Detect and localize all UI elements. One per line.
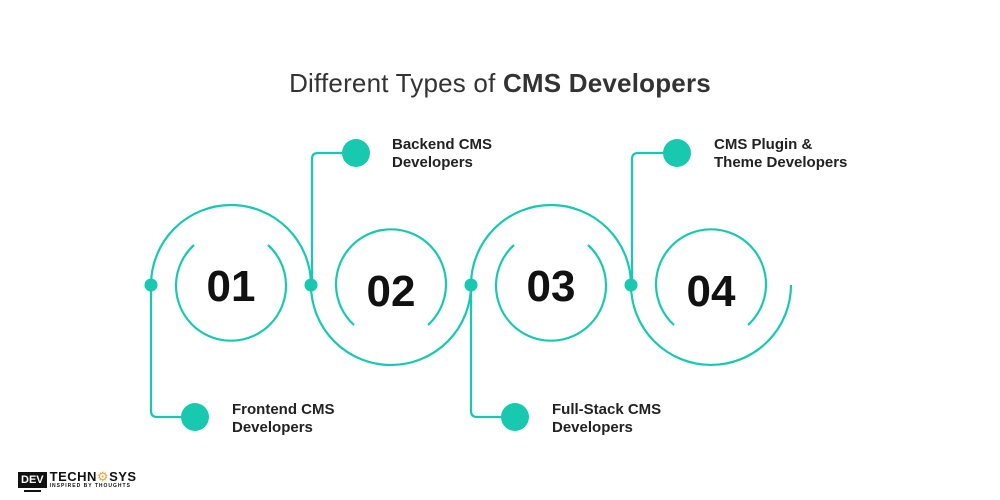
step-number-03: 03: [526, 262, 576, 311]
junction-dot-04: [624, 278, 638, 292]
outer-arc-04: [629, 284, 793, 367]
junction-dot-02: [304, 278, 318, 292]
step-label-04-line1: CMS Plugin &: [714, 136, 813, 153]
outer-arc-03: [469, 203, 633, 286]
step-label-03: Full-Stack CMS Developers: [552, 401, 661, 437]
junction-dot-01: [144, 278, 158, 292]
inner-ring-01: [174, 244, 288, 342]
connector-01: [149, 285, 195, 419]
connector-02: [310, 151, 356, 285]
outer-arc-01: [149, 203, 313, 286]
page-title: Different Types of CMS Developers: [0, 68, 1000, 99]
outer-arc-02: [309, 284, 473, 367]
logo-name-part1: TECHN: [49, 469, 97, 484]
logo-mark-icon: DEV: [18, 472, 47, 492]
title-bold: CMS Developers: [502, 68, 711, 98]
step-label-03-line1: Full-Stack CMS: [552, 401, 662, 418]
step-number-04: 04: [686, 267, 736, 316]
step-label-02-line2: Developers: [392, 154, 473, 171]
label-dot-04: [663, 139, 691, 167]
label-dot-03: [501, 403, 529, 431]
gear-icon: ⚙: [96, 469, 110, 484]
step-label-01-line2: Developers: [232, 419, 313, 436]
label-dot-02: [342, 139, 370, 167]
label-dot-01: [181, 403, 209, 431]
junction-dot-03: [464, 278, 478, 292]
inner-ring-02: [334, 228, 448, 326]
step-label-04: CMS Plugin & Theme Developers: [714, 136, 847, 172]
connector-03: [469, 285, 515, 419]
connector-04: [630, 151, 677, 285]
step-label-01: Frontend CMS Developers: [232, 401, 335, 437]
title-regular: Different Types of: [289, 68, 503, 98]
logo-name-part2: SYS: [109, 469, 137, 484]
company-logo: DEV TECHN⚙SYS INSPIRED BY THOUGHTS: [18, 469, 137, 492]
step-label-03-line2: Developers: [552, 419, 633, 436]
logo-name: TECHN⚙SYS: [49, 469, 137, 484]
step-label-02-line1: Backend CMS: [392, 136, 493, 153]
step-number-02: 02: [366, 267, 416, 316]
logo-tagline: INSPIRED BY THOUGHTS: [49, 483, 131, 489]
step-label-02: Backend CMS Developers: [392, 136, 492, 172]
step-label-04-line2: Theme Developers: [714, 154, 848, 171]
step-number-01: 01: [206, 262, 256, 311]
step-label-01-line1: Frontend CMS: [232, 401, 335, 418]
logo-brand: TECHN⚙SYS INSPIRED BY THOUGHTS: [49, 469, 137, 489]
inner-ring-04: [654, 228, 768, 326]
inner-ring-03: [494, 244, 608, 342]
